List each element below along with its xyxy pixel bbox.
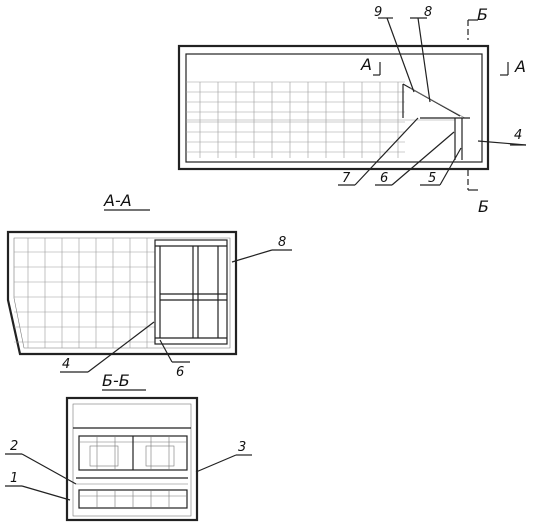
aa-callout-6: 6 — [176, 365, 184, 380]
section-aa-title: А-А — [103, 191, 132, 210]
plan-callout-9: 9 — [374, 5, 382, 20]
plan-view — [177, 17, 527, 191]
bb-callout-3: 3 — [238, 440, 246, 455]
aa-callout-8: 8 — [278, 235, 286, 250]
plan-callout-6: 6 — [380, 171, 388, 186]
plan-callout-5: 5 — [428, 171, 436, 186]
aa-callout-4: 4 — [62, 357, 70, 372]
plan-section-mark-a-left: А — [360, 55, 372, 74]
plan-callout-4: 4 — [514, 128, 522, 143]
bb-callout-1: 1 — [10, 471, 18, 486]
section-bb-view — [5, 389, 252, 522]
plan-section-mark-a-right: А — [514, 57, 526, 76]
section-bb-title: Б-Б — [102, 371, 130, 390]
section-aa-view — [6, 209, 292, 373]
plan-callout-7: 7 — [342, 171, 351, 186]
plan-section-mark-b-bottom: Б — [478, 197, 489, 216]
plan-section-mark-b-top: Б — [477, 5, 488, 24]
bb-callout-2: 2 — [10, 439, 18, 454]
plan-callout-8: 8 — [424, 5, 432, 20]
